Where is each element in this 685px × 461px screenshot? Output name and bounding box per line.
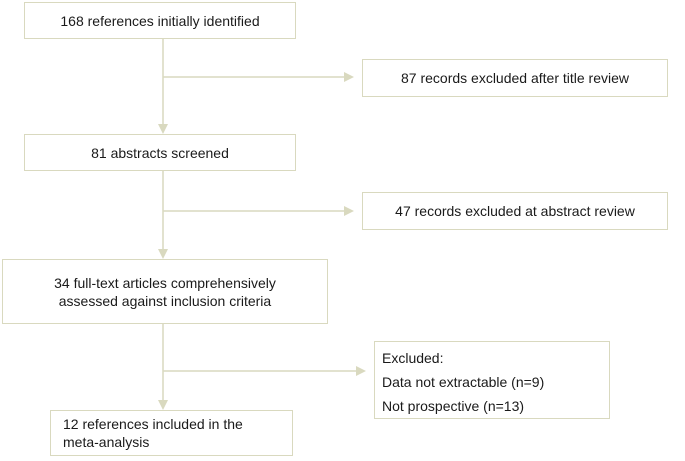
box-fulltext: 34 full-text articles comprehensively as… xyxy=(2,259,328,324)
box-excluded-title: 87 records excluded after title review xyxy=(362,59,668,97)
excluded-title-text: 87 records excluded after title review xyxy=(401,70,629,86)
screened-text: 81 abstracts screened xyxy=(91,144,229,161)
included-text-line2: meta-analysis xyxy=(63,434,150,450)
box-excluded-list: Excluded: Data not extractable (n=9) Not… xyxy=(374,341,610,419)
fulltext-text-line2: assessed against inclusion criteria xyxy=(58,292,272,309)
fulltext-text-line1: 34 full-text articles comprehensively xyxy=(54,274,276,291)
excluded-item-not-extractable: Data not extractable (n=9) xyxy=(382,374,545,390)
box-excluded-abstract: 47 records excluded at abstract review xyxy=(362,192,668,230)
box-identified: 168 references initially identified xyxy=(24,2,296,39)
box-screened: 81 abstracts screened xyxy=(24,134,296,171)
identified-text: 168 references initially identified xyxy=(60,12,260,29)
excluded-abstract-text: 47 records excluded at abstract review xyxy=(395,203,635,219)
included-text-line1: 12 references included in the xyxy=(63,416,243,432)
excluded-item-not-prospective: Not prospective (n=13) xyxy=(382,398,525,414)
box-included: 12 references included in the meta-analy… xyxy=(50,410,293,456)
excluded-heading: Excluded: xyxy=(382,350,444,366)
